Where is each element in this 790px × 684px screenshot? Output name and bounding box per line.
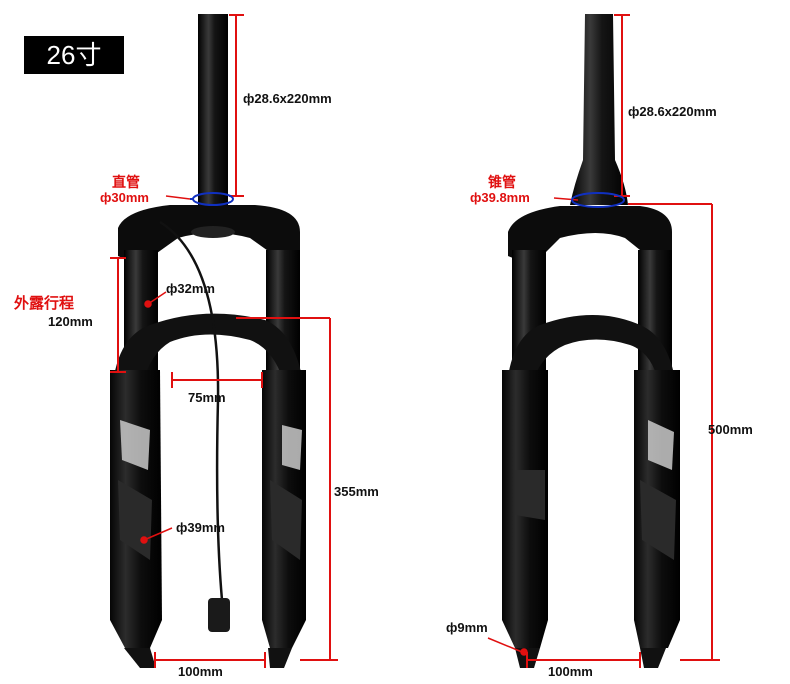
left-lower-length-label: 355mm (334, 484, 379, 499)
left-steerer-dia-label: ф30mm (100, 190, 149, 205)
left-travel-value: 120mm (48, 314, 93, 329)
left-travel-title: 外露行程 (14, 295, 75, 312)
left-arch (111, 313, 305, 420)
right-arch (505, 315, 678, 410)
left-arch-gap-label: 75mm (188, 390, 226, 405)
left-fork (110, 14, 306, 668)
right-steerer-type-label: 锥管 (488, 174, 516, 190)
left-upper-tube-label: ф32mm (166, 281, 215, 296)
left-lockout-lever (208, 598, 230, 632)
left-steerer-tube (198, 14, 228, 206)
left-steerer-type-label: 直管 (112, 174, 140, 190)
right-fork (502, 14, 680, 668)
left-steerer-dim-label: ф28.6x220mm (243, 91, 332, 106)
right-steerer-marker (571, 192, 625, 208)
right-dimension-lines (526, 14, 720, 668)
left-axle-width-label: 100mm (178, 664, 223, 679)
right-steerer-tube (570, 14, 628, 205)
size-badge: 26寸 (24, 36, 124, 74)
right-total-length-label: 500mm (708, 422, 753, 437)
right-steerer-dim-label: ф28.6x220mm (628, 104, 717, 119)
left-pointers (140, 195, 191, 544)
right-axle-label: ф9mm (446, 620, 488, 635)
right-crown (508, 206, 672, 260)
right-pointers (487, 197, 579, 656)
right-steerer-dia-label: ф39.8mm (470, 190, 530, 205)
left-lower-tube-label: ф39mm (176, 520, 225, 535)
right-axle-width-label: 100mm (548, 664, 593, 679)
left-lockout-cable (159, 220, 224, 601)
